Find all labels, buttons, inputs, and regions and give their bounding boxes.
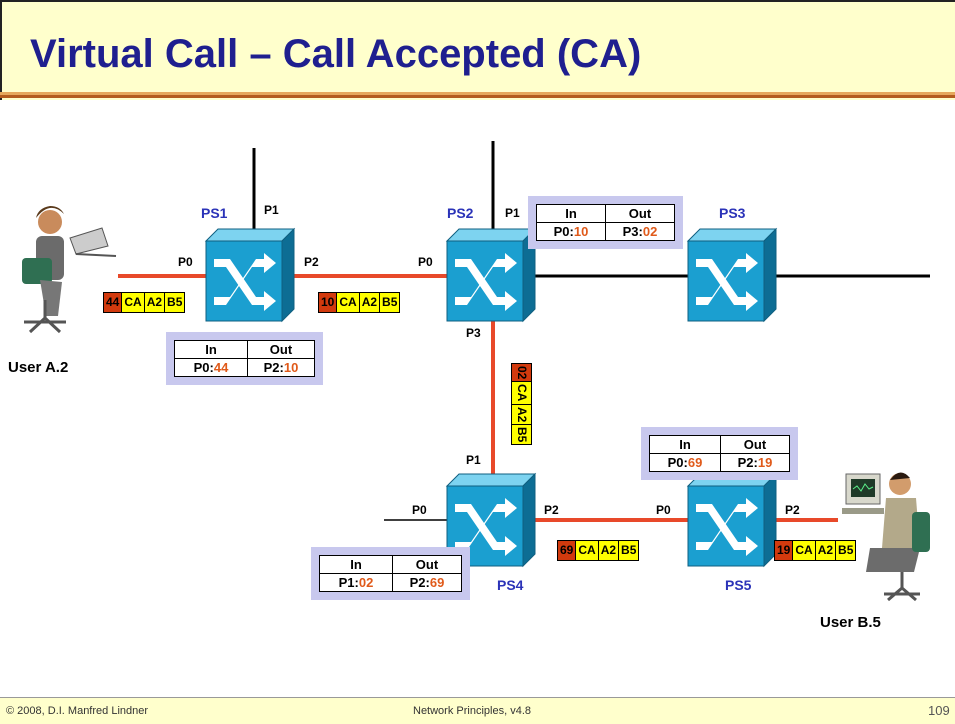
packet-src: A2 [143, 292, 166, 313]
ps4-port-p0: P0 [412, 503, 427, 517]
ps2-port-p0: P0 [418, 255, 433, 269]
packet-dst: B5 [164, 292, 186, 313]
packet-type: CA [575, 540, 599, 561]
title-divider [0, 92, 955, 95]
user-b-icon [842, 472, 930, 602]
packet-lcn: 44 [103, 292, 123, 313]
slide-title: Virtual Call – Call Accepted (CA) [30, 32, 642, 76]
ps2-table-in-cell: P0:10 [536, 222, 606, 241]
packet-lcn: 69 [557, 540, 577, 561]
packet-src: A2 [511, 403, 532, 426]
packet-ps5-userb: 19 CA A2 B5 [774, 540, 857, 561]
user-b-label: User B.5 [820, 614, 881, 631]
packet-dst: B5 [618, 540, 640, 561]
ps4-port-p2: P2 [544, 503, 559, 517]
packet-src: A2 [814, 540, 837, 561]
ps1-table-in-cell: P0:44 [174, 358, 248, 377]
packet-type: CA [336, 292, 360, 313]
packet-type: CA [511, 381, 532, 405]
slide-frame-top [0, 0, 955, 2]
ps2-table-out-header: Out [605, 204, 675, 223]
ps4-port-p1: P1 [466, 453, 481, 467]
packet-type: CA [121, 292, 145, 313]
packet-ps2-ps4: 02 CA A2 B5 [511, 363, 532, 446]
footer-copyright: © 2008, D.I. Manfred Lindner [6, 705, 149, 717]
ps5-switching-table: In Out P0:69 P2:19 [641, 427, 798, 480]
packet-ps1-ps2: 10 CA A2 B5 [318, 292, 401, 313]
ps5-table-out-cell: P2:19 [720, 453, 790, 472]
ps2-switch-icon [446, 228, 536, 322]
ps5-port-p2: P2 [785, 503, 800, 517]
packet-usera-ps1: 44 CA A2 B5 [103, 292, 186, 313]
packet-lcn: 02 [511, 363, 532, 383]
ps2-port-p3: P3 [466, 326, 481, 340]
diagram-canvas [0, 100, 955, 697]
ps1-table-out-cell: P2:10 [247, 358, 315, 377]
ps1-port-p2: P2 [304, 255, 319, 269]
packet-src: A2 [358, 292, 381, 313]
ps2-port-p1: P1 [505, 206, 520, 220]
user-a-label: User A.2 [8, 359, 69, 376]
ps4-table-out-cell: P2:69 [392, 573, 462, 592]
packet-lcn: 19 [774, 540, 794, 561]
packet-ps4-ps5: 69 CA A2 B5 [557, 540, 640, 561]
ps5-table-in-header: In [649, 435, 721, 454]
page-number: 109 [928, 703, 950, 718]
ps2-table-in-header: In [536, 204, 606, 223]
footer-bar [0, 698, 955, 724]
ps4-table-in-cell: P1:02 [319, 573, 393, 592]
ps1-table-out-header: Out [247, 340, 315, 359]
packet-lcn: 10 [318, 292, 338, 313]
ps5-table-out-header: Out [720, 435, 790, 454]
ps4-switching-table: In Out P1:02 P2:69 [311, 547, 470, 600]
ps1-label: PS1 [201, 205, 228, 221]
title-divider-shadow [0, 95, 955, 98]
ps1-table-in-header: In [174, 340, 248, 359]
ps4-table-in-header: In [319, 555, 393, 574]
packet-dst: B5 [835, 540, 857, 561]
ps1-switch-icon [205, 228, 295, 322]
ps4-label: PS4 [497, 577, 524, 593]
ps3-switch-icon [687, 228, 777, 322]
ps1-port-p1: P1 [264, 203, 279, 217]
ps1-port-p0: P0 [178, 255, 193, 269]
footer-divider [0, 697, 955, 698]
ps1-switching-table: In Out P0:44 P2:10 [166, 332, 323, 385]
packet-src: A2 [597, 540, 620, 561]
ps4-table-out-header: Out [392, 555, 462, 574]
ps2-table-out-cell: P3:02 [605, 222, 675, 241]
packet-dst: B5 [379, 292, 401, 313]
footer-course: Network Principles, v4.8 [413, 705, 531, 717]
user-a-icon [22, 206, 117, 334]
ps5-table-in-cell: P0:69 [649, 453, 721, 472]
ps2-label: PS2 [447, 205, 474, 221]
ps5-switch-icon [687, 473, 777, 567]
ps5-label: PS5 [725, 577, 752, 593]
packet-type: CA [792, 540, 816, 561]
ps3-label: PS3 [719, 205, 746, 221]
ps2-switching-table: In Out P0:10 P3:02 [528, 196, 683, 249]
ps5-port-p0: P0 [656, 503, 671, 517]
packet-dst: B5 [511, 424, 532, 446]
